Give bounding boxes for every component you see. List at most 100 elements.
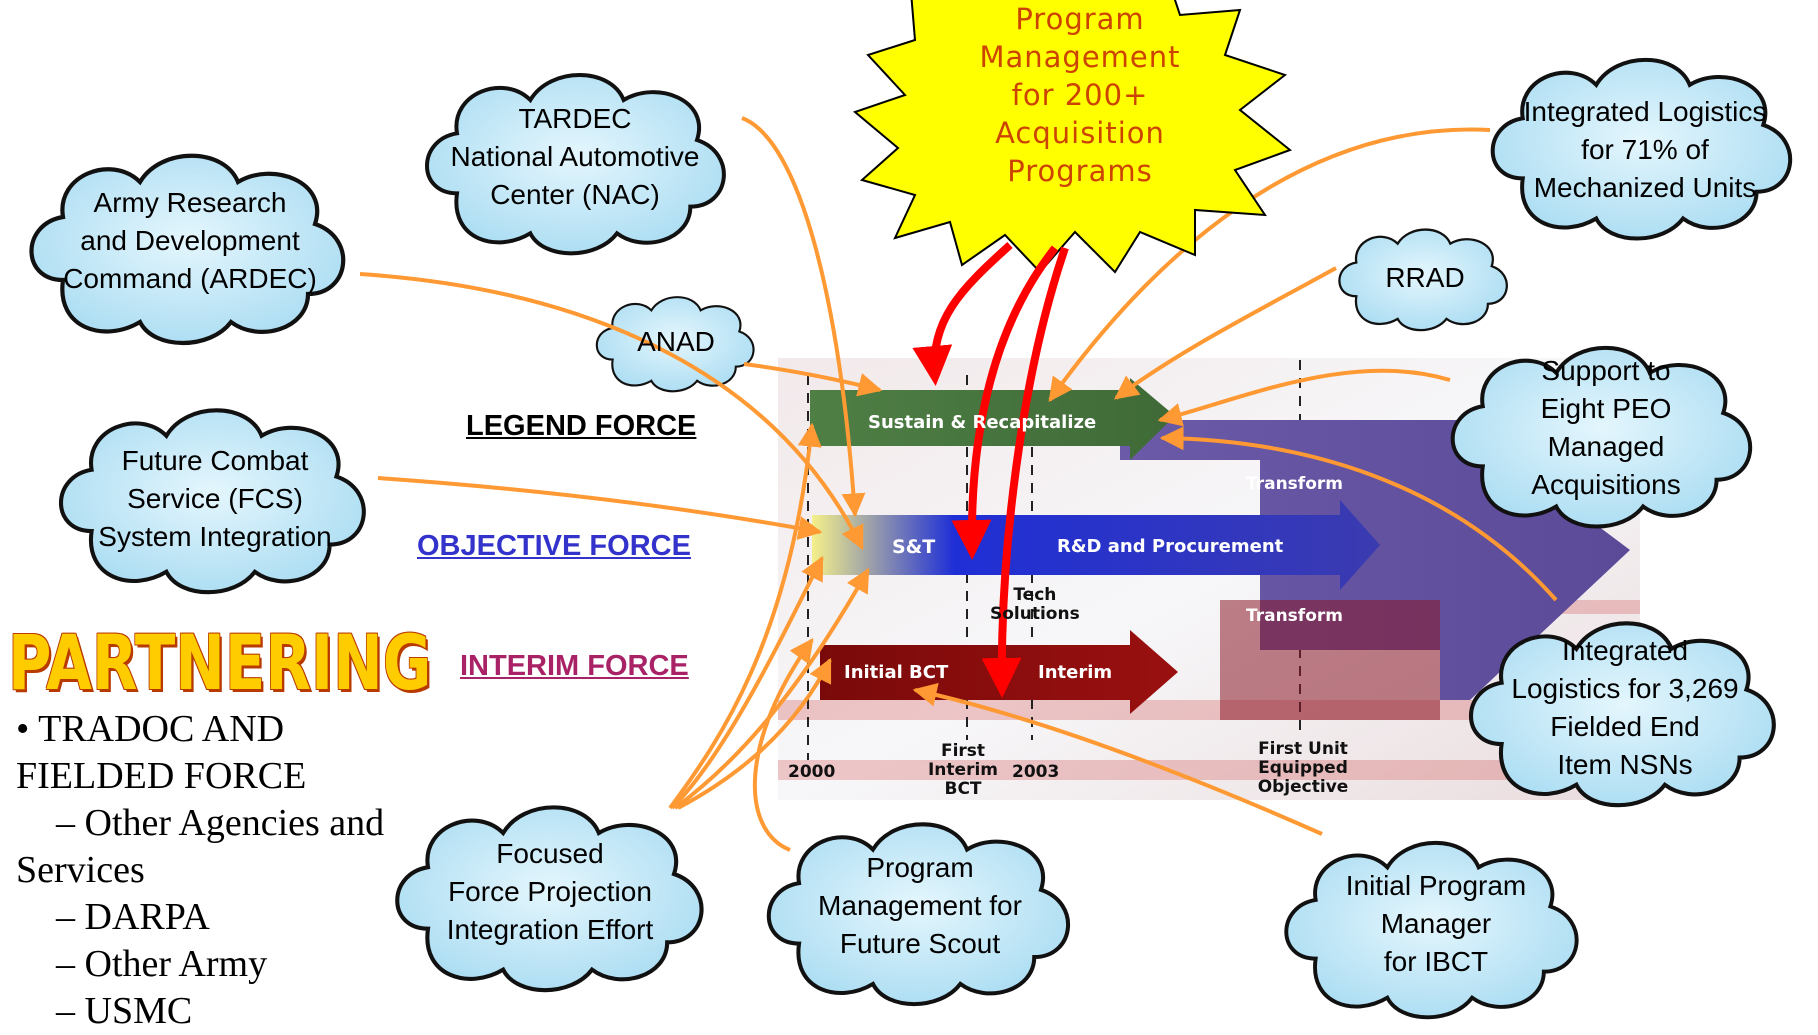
transform-label-upper: Transform [1246,474,1343,494]
sustain-arrow [810,378,1175,460]
connector-future-scout [752,638,814,852]
partner-item: – DARPA [56,896,210,938]
cloud-future-scout-line: Future Scout [839,928,1001,959]
cloud-ibct-label: Initial Program Manager for IBCT [1296,862,1576,986]
red-arrows [912,242,1069,698]
connector-anad [743,362,883,397]
burst-line: for 200+ [1011,78,1149,112]
cloud-integrated-logistics-3269-line: Integrated [1561,635,1689,666]
partner-item: Services [16,849,145,891]
burst-line: Management [979,40,1181,74]
cloud-anad-label: ANAD [606,322,746,362]
cloud-ibct-line: Manager [1380,908,1492,939]
cloud-integrated-logistics-71-label: Integrated Logistics for 71% of Mechaniz… [1500,88,1790,212]
cloud-focused-label: Focused Force Projection Integration Eff… [400,830,700,954]
cloud-support-peo-label: Support to Eight PEO Managed Acquisition… [1466,348,1746,508]
cloud-ibct-line: for IBCT [1383,946,1489,977]
rd-procurement-label: R&D and Procurement [1057,536,1284,557]
cloud-ardec-line: and Development [80,225,300,256]
transform-fade [1220,600,1440,720]
cloud-anad-line: ANAD [637,326,715,357]
cloud-fcs-line: Future Combat [121,445,309,476]
transform-label-lower: Transform [1246,606,1343,626]
cloud-tardec-line: National Automotive [450,141,700,172]
cloud-integrated-logistics-3269-line: Fielded End [1550,711,1700,742]
cloud-support-peo-line: Eight PEO [1540,393,1672,424]
first-unit-line: Equipped [1258,758,1348,778]
cloud-fcs-label: Future Combat Service (FCS) System Integ… [70,434,360,564]
connector-focused-1 [668,422,822,810]
burst-label: Program Management for 200+ Acquisition … [920,0,1240,200]
tech-solutions-line: Solutions [990,604,1080,624]
cloud-future-scout-line: Management for [818,890,1022,921]
cloud-fcs-line: Service (FCS) [127,483,303,514]
cloud-integrated-logistics-3269-label: Integrated Logistics for 3,269 Fielded E… [1480,628,1770,788]
connector-rrad [1114,266,1337,400]
cloud-ardec-label: Army Research and Development Command (A… [40,176,340,306]
cloud-support-peo-line: Managed [1547,431,1665,462]
connector-ibct [912,682,1323,836]
red-arrow-rd [951,245,1059,560]
cloud-rrad-line: RRAD [1385,262,1465,293]
cloud-future-scout-label: Program Management for Future Scout [780,844,1060,968]
connector-support-peo [1157,368,1451,427]
burst-line: Acquisition [995,116,1165,150]
cloud-tardec-line: Center (NAC) [490,179,660,210]
objective-force-label: OBJECTIVE FORCE [417,530,691,562]
cloud-support-peo-line: Acquisitions [1531,469,1681,500]
burst-line: Program [1015,2,1145,36]
cloud-rrad-label: RRAD [1360,258,1490,298]
cloud-ardec-line: Command (ARDEC) [63,263,317,294]
cloud-integrated-logistics-3269-line: Item NSNs [1557,749,1693,780]
starburst [852,0,1293,274]
first-interim-line: BCT [944,779,982,799]
sustain-label: Sustain & Recapitalize [868,412,1097,433]
interim-label: Interim [1038,662,1113,683]
first-unit-line: Objective [1257,777,1349,797]
cloud-future-scout-line: Program [866,852,974,883]
cloud-ardec-line: Army Research [93,187,287,218]
burst-line: Programs [1007,154,1153,188]
cloud-ibct-line: Initial Program [1345,870,1527,901]
cloud-integrated-logistics-3269-line: Logistics for 3,269 [1511,673,1739,704]
connector-focused-4 [677,657,832,810]
first-unit-line: First Unit [1258,739,1348,759]
partner-item: – Other Agencies and [56,802,385,844]
partner-item: • TRADOC AND [16,708,285,750]
interim-force-label: INTERIM FORCE [460,650,689,682]
cloud-integrated-logistics-71-line: Integrated Logistics [1523,96,1767,127]
cloud-focused-line: Force Projection [448,876,652,907]
first-interim-bct-label: First Interim BCT [920,742,1006,799]
cloud-support-peo-line: Support to [1541,355,1671,386]
first-interim-line: First [940,741,986,761]
partner-item: – USMC [56,990,193,1032]
first-interim-line: Interim [927,760,998,780]
initial-bct-label: Initial BCT [844,662,949,683]
cloud-tardec-label: TARDEC National Automotive Center (NAC) [420,92,730,222]
tech-solutions-label: Tech Solutions [990,586,1080,624]
red-arrow-sustain [912,242,1013,386]
partnering-title: PARTNERING [8,618,432,707]
partnering-list: • TRADOC AND FIELDED FORCE – Other Agenc… [16,706,384,1035]
cloud-integrated-logistics-71-line: for 71% of [1581,134,1709,165]
partner-item: FIELDED FORCE [16,755,307,797]
connector-ardec [359,272,864,551]
st-label: S&T [892,536,936,558]
connector-fcs [377,476,823,540]
connector-integrated-logistics-3269 [1159,426,1558,602]
cloud-integrated-logistics-71-line: Mechanized Units [1533,172,1757,203]
legend-force-label: LEGEND FORCE [466,410,697,442]
cloud-tardec-line: TARDEC [518,103,632,134]
partner-item: – Other Army [56,943,268,985]
connectors [359,116,1558,852]
connector-tardec [741,116,866,518]
cloud-focused-line: Integration Effort [446,914,654,945]
cloud-focused-line: Focused [496,838,604,869]
connector-focused-2 [670,555,824,810]
year-2000-label: 2000 [788,762,836,782]
year-2003-label: 2003 [1012,762,1060,782]
red-arrow-interim [981,246,1069,698]
first-unit-equipped-label: First Unit Equipped Objective [1248,740,1358,797]
tech-solutions-line: Tech [1013,585,1057,605]
